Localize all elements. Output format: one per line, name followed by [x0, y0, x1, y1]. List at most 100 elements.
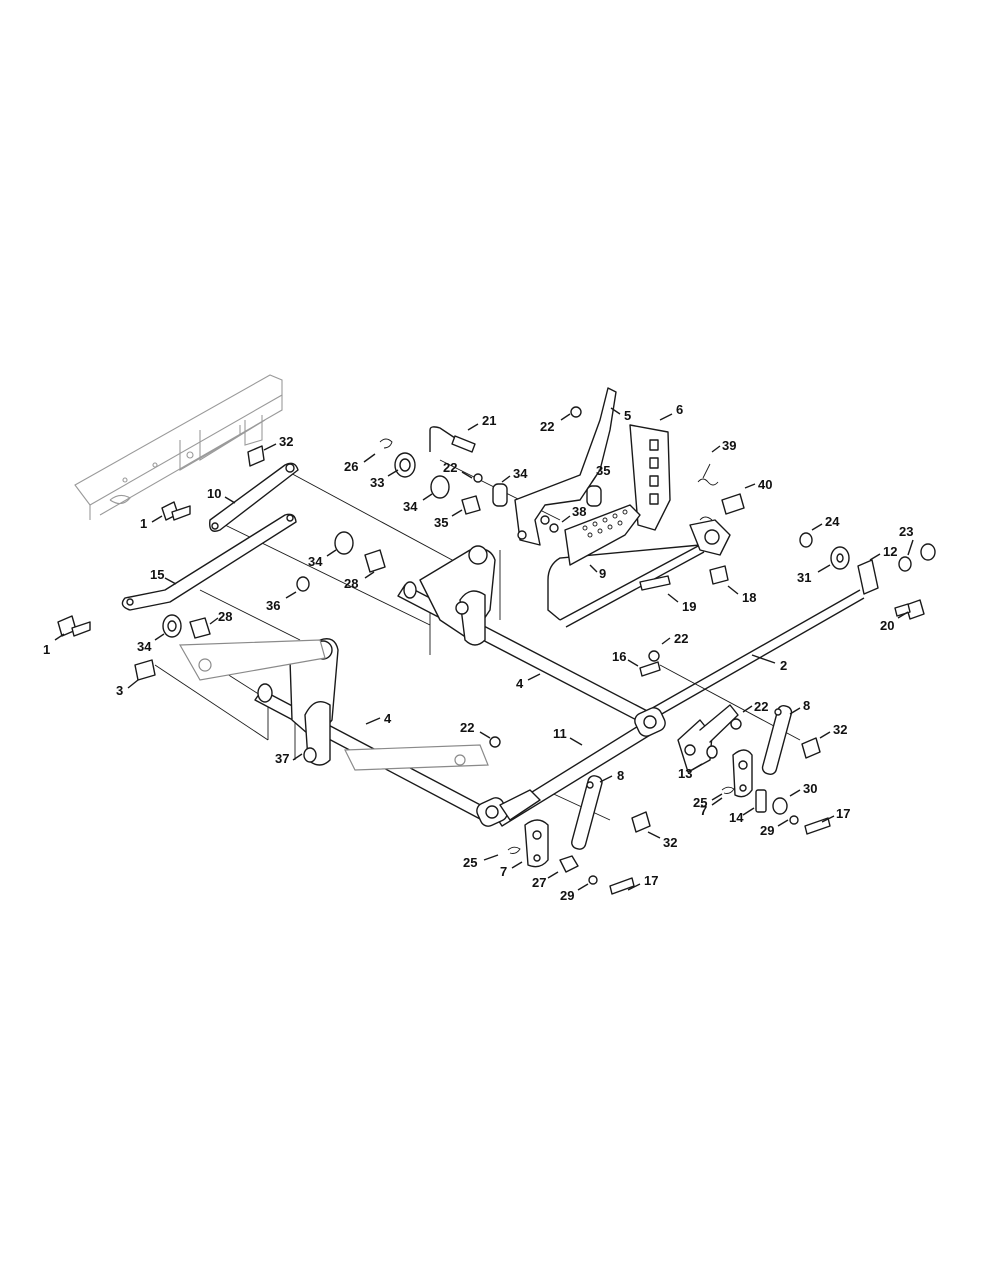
svg-text:35: 35 — [596, 463, 610, 478]
svg-text:22: 22 — [540, 419, 554, 434]
svg-text:20: 20 — [880, 618, 894, 633]
plate-13 — [677, 704, 739, 773]
callout-34a: 33 — [370, 469, 399, 490]
height-plate-9 — [564, 504, 641, 566]
callout-22d: 22 — [742, 699, 768, 714]
callout-16: 16 — [612, 649, 639, 667]
link-8-right — [761, 705, 793, 775]
svg-text:1: 1 — [43, 642, 50, 657]
svg-text:4: 4 — [516, 676, 524, 691]
svg-text:4: 4 — [384, 711, 392, 726]
callout-39: 38 — [561, 504, 586, 523]
svg-text:5: 5 — [624, 408, 631, 423]
svg-text:32: 32 — [279, 434, 293, 449]
callout-11: 11 — [553, 726, 583, 746]
link-10 — [209, 462, 299, 532]
svg-text:17: 17 — [836, 806, 850, 821]
callout-2: 2 — [751, 654, 787, 673]
svg-text:2: 2 — [780, 658, 787, 673]
svg-text:7: 7 — [500, 864, 507, 879]
callout-20: 20 — [880, 611, 909, 633]
svg-text:12: 12 — [883, 544, 897, 559]
callout-23: 23 — [899, 524, 914, 556]
svg-text:21: 21 — [482, 413, 496, 428]
svg-text:8: 8 — [803, 698, 810, 713]
lift-plate-5 — [514, 387, 617, 546]
svg-text:38: 38 — [572, 504, 586, 519]
frame-rail — [74, 374, 283, 520]
svg-text:19: 19 — [682, 599, 696, 614]
svg-text:16: 16 — [612, 649, 626, 664]
callout-13: 13 — [678, 763, 703, 781]
svg-text:29: 29 — [760, 823, 774, 838]
index-plate-6 — [629, 424, 671, 531]
callout-38: 37 — [275, 751, 303, 766]
svg-text:34: 34 — [308, 554, 323, 569]
callout-34d: 34 — [137, 633, 165, 654]
svg-text:32: 32 — [833, 722, 847, 737]
svg-text:8: 8 — [617, 768, 624, 783]
svg-text:36: 36 — [266, 598, 280, 613]
svg-text:31: 31 — [797, 570, 811, 585]
callout-22c: 22 — [661, 631, 688, 646]
callout-28b: 28 — [344, 571, 375, 591]
svg-text:37: 37 — [275, 751, 289, 766]
callout-17a: 17 — [821, 806, 850, 823]
callout-6: 6 — [659, 402, 683, 421]
svg-text:7: 7 — [700, 803, 707, 818]
svg-text:6: 6 — [676, 402, 683, 417]
callout-15: 15 — [150, 567, 177, 585]
callout-14: 14 — [729, 807, 755, 825]
callouts: 1 1 2 3 4 4 5 6 7 7 8 8 9 10 11 12 13 14… — [43, 402, 914, 903]
plate-7-left — [524, 819, 549, 868]
callout-37: 36 — [266, 591, 297, 613]
callout-26: 26 — [344, 453, 376, 474]
callout-32b: 32 — [819, 722, 847, 739]
callout-32a: 32 — [263, 434, 293, 451]
link-15 — [121, 513, 297, 611]
callout-7a: 7 — [700, 797, 723, 818]
callout-25b: 25 — [463, 854, 499, 870]
callout-27: 27 — [532, 871, 559, 890]
svg-text:22: 22 — [443, 460, 457, 475]
svg-text:34: 34 — [137, 639, 152, 654]
svg-text:26: 26 — [344, 459, 358, 474]
hardware — [57, 406, 936, 895]
svg-text:23: 23 — [899, 524, 913, 539]
callout-24: 24 — [811, 514, 840, 531]
callout-33: 40 — [744, 477, 772, 492]
callout-25a: 25 — [693, 793, 723, 810]
lift-bracket-lower — [289, 638, 339, 766]
svg-text:13: 13 — [678, 766, 692, 781]
callout-40: 39 — [711, 438, 736, 453]
svg-text:39: 39 — [722, 438, 736, 453]
lift-bracket-upper — [419, 545, 496, 646]
svg-text:24: 24 — [825, 514, 840, 529]
svg-text:25: 25 — [463, 855, 477, 870]
svg-text:32: 32 — [663, 835, 677, 850]
callout-22e: 22 — [460, 720, 491, 739]
svg-text:27: 27 — [532, 875, 546, 890]
callout-34b: 34 — [403, 493, 433, 514]
callout-35b: 35 — [591, 463, 610, 483]
svg-text:25: 25 — [693, 795, 707, 810]
callout-17b: 17 — [627, 873, 658, 891]
svg-text:34: 34 — [403, 499, 418, 514]
svg-text:10: 10 — [207, 486, 221, 501]
svg-text:22: 22 — [674, 631, 688, 646]
svg-text:22: 22 — [460, 720, 474, 735]
callout-5: 5 — [610, 407, 631, 423]
callout-30: 30 — [789, 781, 817, 797]
svg-text:9: 9 — [599, 566, 606, 581]
callout-9: 9 — [589, 564, 606, 581]
svg-text:1: 1 — [140, 516, 147, 531]
svg-text:34: 34 — [513, 466, 528, 481]
callout-31: 31 — [797, 564, 831, 585]
svg-text:30: 30 — [803, 781, 817, 796]
svg-text:17: 17 — [644, 873, 658, 888]
callout-28a: 28 — [209, 609, 232, 625]
callout-4a: 4 — [516, 673, 541, 691]
callout-21: 21 — [467, 413, 496, 431]
rod-2 — [547, 544, 865, 724]
svg-text:29: 29 — [560, 888, 574, 903]
